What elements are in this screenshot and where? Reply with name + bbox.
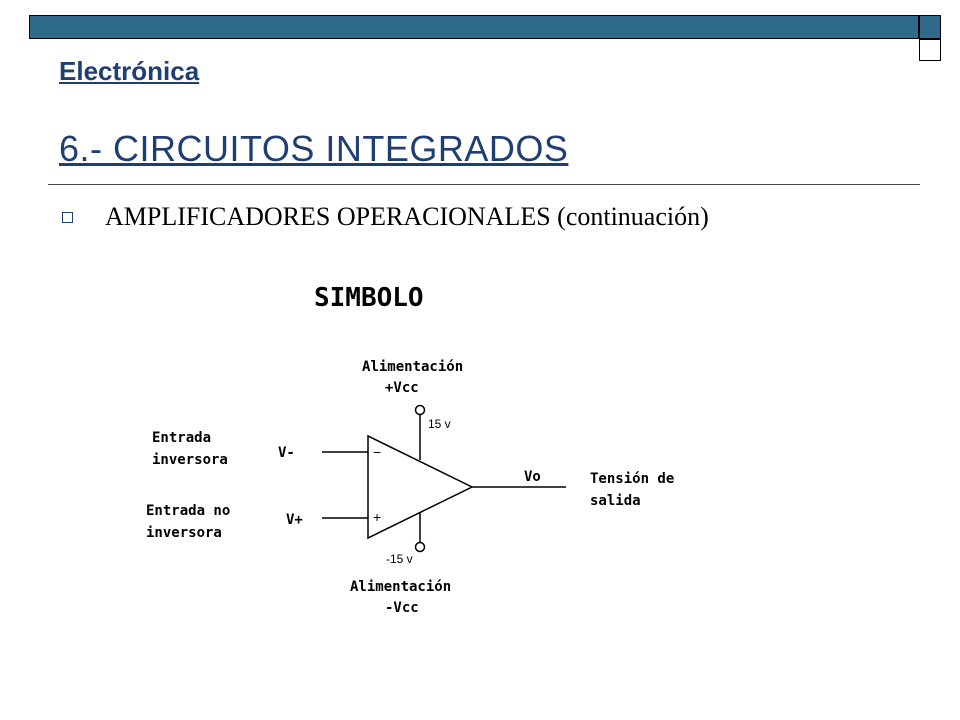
inverting-pin-label: V- (278, 445, 295, 461)
square-bullet-icon (62, 211, 73, 223)
subject-title: Electrónica (59, 56, 200, 86)
bullet-text: AMPLIFICADORES OPERACIONALES (continuaci… (105, 202, 709, 231)
output-label-line1: Tensión de (590, 471, 674, 487)
supply-top-name: +Vcc (385, 380, 419, 396)
supply-top-label: Alimentación (362, 359, 463, 375)
supply-bottom-label: Alimentación (350, 579, 451, 595)
output-label-line2: salida (590, 493, 641, 509)
inverting-input-label-line1: Entrada (152, 430, 211, 446)
symbol-heading: SIMBOLO (314, 283, 424, 313)
supply-bottom-name: -Vcc (385, 600, 419, 616)
output-pin-label: Vo (524, 469, 541, 485)
inverting-sign: − (373, 444, 381, 460)
noninverting-input-label-line1: Entrada no (146, 503, 230, 519)
corner-decoration-bottom (919, 39, 941, 61)
supply-top-terminal (414, 404, 426, 416)
noninverting-pin-label: V+ (286, 512, 303, 528)
noninverting-sign: + (373, 509, 381, 525)
title-divider (48, 184, 920, 185)
slide-title: 6.- CIRCUITOS INTEGRADOS (59, 128, 569, 169)
top-banner-bar (29, 15, 919, 39)
bullet-item: AMPLIFICADORES OPERACIONALES (continuaci… (62, 202, 709, 232)
supply-bottom-value: -15 v (386, 552, 413, 566)
supply-top-value: 15 v (428, 417, 451, 431)
corner-decoration-top (919, 15, 941, 39)
supply-bottom-terminal (414, 541, 426, 553)
inverting-input-label-line2: inversora (152, 452, 228, 468)
noninverting-input-label-line2: inversora (146, 525, 222, 541)
